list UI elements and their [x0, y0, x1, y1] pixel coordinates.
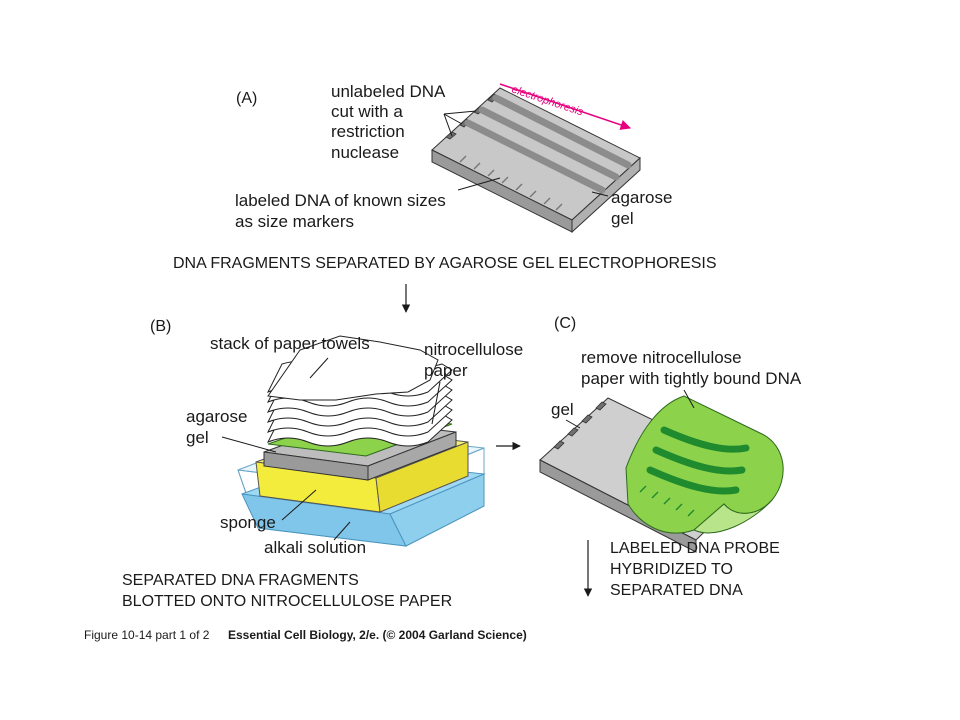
caption-a: DNA FRAGMENTS SEPARATED BY AGAROSE GEL E…: [173, 255, 717, 272]
panel-b-letter: (B): [150, 318, 171, 335]
gel-leader-c: [565, 419, 581, 429]
figure-source: Essential Cell Biology, 2/e. (© 2004 Gar…: [228, 628, 527, 642]
nitrocellulose-leader-b: [431, 381, 441, 425]
unlabeled-dna-label-1: unlabeled DNA: [331, 82, 446, 101]
nitrocellulose-label-b-2: paper: [424, 361, 468, 380]
labeled-dna-label-1: labeled DNA of known sizes: [235, 191, 446, 210]
paper-towels-label: stack of paper towels: [210, 334, 370, 353]
panel-c-letter: (C): [554, 315, 576, 332]
dna-lanes: [464, 94, 632, 194]
caption-c-3: SEPARATED DNA: [610, 582, 743, 599]
panel-c: (C): [539, 315, 802, 599]
alkali-leader: [333, 521, 351, 541]
alkali-label: alkali solution: [264, 538, 366, 557]
paper-towels-leader: [309, 357, 329, 379]
caption-c-2: HYBRIDIZED TO: [610, 561, 733, 578]
panel-a: (A): [173, 82, 717, 272]
size-marker-bands: [459, 155, 563, 211]
caption-c-1: LABELED DNA PROBE: [610, 540, 780, 557]
gel-label-c: gel: [551, 400, 574, 419]
unlabeled-dna-leader-lines: [443, 110, 477, 137]
unlabeled-dna-label-3: restriction: [331, 122, 405, 141]
agarose-gel-label-b-1: agarose: [186, 407, 247, 426]
sponge-label: sponge: [220, 513, 276, 532]
agarose-gel-label-b-2: gel: [186, 428, 209, 447]
remove-label-2: paper with tightly bound DNA: [581, 369, 802, 388]
unlabeled-dna-label-4: nuclease: [331, 143, 399, 162]
remove-label-1: remove nitrocellulose: [581, 348, 742, 367]
paper-towel-stack: [266, 335, 453, 447]
remove-leader: [683, 389, 695, 409]
agarose-gel-label-a-2: gel: [611, 209, 634, 228]
agarose-gel-slab-a: [431, 87, 641, 234]
green-dna-bands: [646, 426, 750, 495]
panel-a-letter: (A): [236, 90, 257, 107]
caption-b-1: SEPARATED DNA FRAGMENTS: [122, 572, 359, 589]
unlabeled-dna-label-2: cut with a: [331, 102, 403, 121]
agarose-gel-label-a-1: agarose: [611, 188, 672, 207]
sponge-leader: [281, 489, 317, 521]
nitrocellulose-label-b-1: nitrocellulose: [424, 340, 523, 359]
labeled-dna-leader: [457, 177, 501, 191]
agarose-gel-leader-a: [591, 191, 609, 197]
caption-b-2: BLOTTED ONTO NITROCELLULOSE PAPER: [122, 593, 452, 610]
figure-footer: Figure 10-14 part 1 of 2 Essential Cell …: [84, 628, 527, 642]
labeled-dna-label-2: as size markers: [235, 212, 354, 231]
green-marker-bands: [639, 485, 695, 517]
panel-b: (B): [122, 318, 523, 610]
figure-number: Figure 10-14 part 1 of 2: [84, 628, 210, 642]
agarose-gel-leader-b: [221, 436, 277, 453]
peeled-nitrocellulose: [625, 395, 784, 534]
